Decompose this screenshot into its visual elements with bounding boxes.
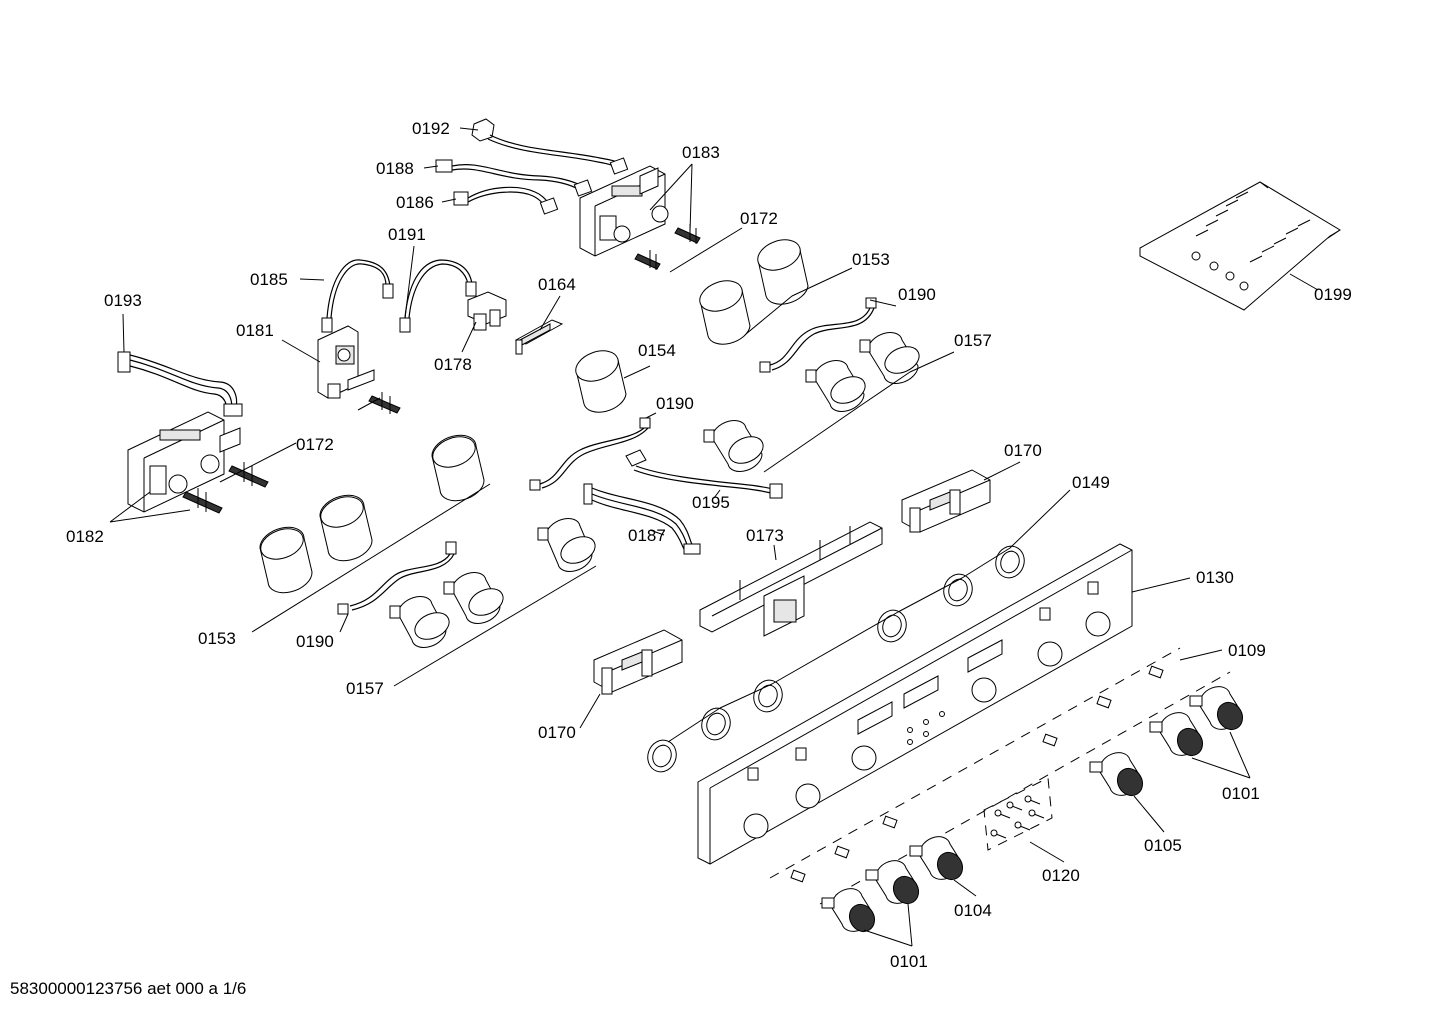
- label-0187: 0187: [628, 526, 666, 545]
- part-0190-cable-lower: [337, 541, 457, 615]
- label-0101-left: 0101: [890, 952, 928, 971]
- part-0157-shaft-upper: [703, 331, 920, 473]
- label-0164: 0164: [538, 275, 576, 294]
- part-0190-cable-middle: [529, 417, 651, 491]
- part-0199-screw-bag: [1139, 181, 1341, 311]
- label-0109: 0109: [1228, 641, 1266, 660]
- part-0130-control-panel: [697, 543, 1133, 865]
- part-0101-knob-left: [821, 860, 920, 933]
- part-0170-bracket-lower: [593, 629, 683, 695]
- label-0190-upper: 0190: [898, 285, 936, 304]
- part-0120-screws: [983, 777, 1053, 851]
- part-0149-ring: [647, 545, 1025, 773]
- label-0149: 0149: [1072, 473, 1110, 492]
- part-0185-cable: [321, 259, 394, 333]
- leader-lines: [109, 127, 1319, 947]
- label-0183: 0183: [682, 143, 720, 162]
- part-0105-knob: [1089, 752, 1144, 797]
- label-0170-lower: 0170: [538, 723, 576, 742]
- label-0153-upper: 0153: [852, 250, 890, 269]
- part-0186-wire-harness: [453, 186, 559, 215]
- label-0188: 0188: [376, 159, 414, 178]
- part-0153-collar-lower: [259, 434, 485, 594]
- part-0157-shaft-lower: [389, 517, 596, 649]
- part-0172-switch-middle: [368, 392, 401, 414]
- part-0164-clip: [514, 319, 564, 355]
- label-0170-upper: 0170: [1004, 441, 1042, 460]
- label-0157-lower: 0157: [346, 679, 384, 698]
- part-0178-connector: [467, 291, 507, 331]
- part-0182-control-module: [127, 411, 241, 513]
- part-0188-wire-harness: [435, 159, 593, 197]
- part-0187-ribbon-cable: [583, 483, 701, 555]
- label-0130: 0130: [1196, 568, 1234, 587]
- part-0192-wire-harness: [471, 118, 629, 175]
- part-0101-knob-right: [1149, 686, 1244, 757]
- part-0104-knob: [909, 836, 964, 881]
- label-0199: 0199: [1314, 285, 1352, 304]
- label-0172-lower: 0172: [296, 435, 334, 454]
- label-0182: 0182: [66, 527, 104, 546]
- label-0154: 0154: [638, 341, 676, 360]
- document-id-footer: 58300000123756 aet 000 a 1/6: [10, 979, 247, 998]
- label-0190-middle: 0190: [656, 394, 694, 413]
- label-0105: 0105: [1144, 836, 1182, 855]
- label-0195: 0195: [692, 493, 730, 512]
- label-0104: 0104: [954, 901, 992, 920]
- part-0193-ribbon-cable: [117, 351, 243, 417]
- part-0172-switch-upper: [634, 224, 701, 270]
- label-0173: 0173: [746, 526, 784, 545]
- part-0109-indicator-group: [769, 647, 1231, 905]
- label-0192: 0192: [412, 119, 450, 138]
- part-0153-collar-upper: [699, 239, 809, 345]
- label-0181: 0181: [236, 321, 274, 340]
- part-0172-switch-lower: [182, 462, 269, 514]
- label-0153-lower: 0153: [198, 629, 236, 648]
- label-0172-upper: 0172: [740, 209, 778, 228]
- label-0178: 0178: [434, 355, 472, 374]
- label-0120: 0120: [1042, 866, 1080, 885]
- callout-labels: 0192 0188 0186 0183 0172 0191 0185 0153 …: [66, 119, 1352, 971]
- label-0101-right: 0101: [1222, 784, 1260, 803]
- label-0157-upper: 0157: [954, 331, 992, 350]
- label-0193: 0193: [104, 291, 142, 310]
- part-0195-cable: [625, 449, 783, 499]
- label-0186: 0186: [396, 193, 434, 212]
- label-0185: 0185: [250, 270, 288, 289]
- part-0181-module: [317, 325, 375, 399]
- part-0191-cable: [399, 259, 477, 333]
- part-0190-cable-upper: [759, 297, 877, 373]
- part-0154-collar: [575, 350, 627, 413]
- part-0170-bracket-upper: [901, 469, 991, 533]
- part-0183-control-module: [579, 165, 669, 257]
- part-0173-rail: [699, 521, 883, 637]
- label-0191: 0191: [388, 225, 426, 244]
- label-0190-lower: 0190: [296, 632, 334, 651]
